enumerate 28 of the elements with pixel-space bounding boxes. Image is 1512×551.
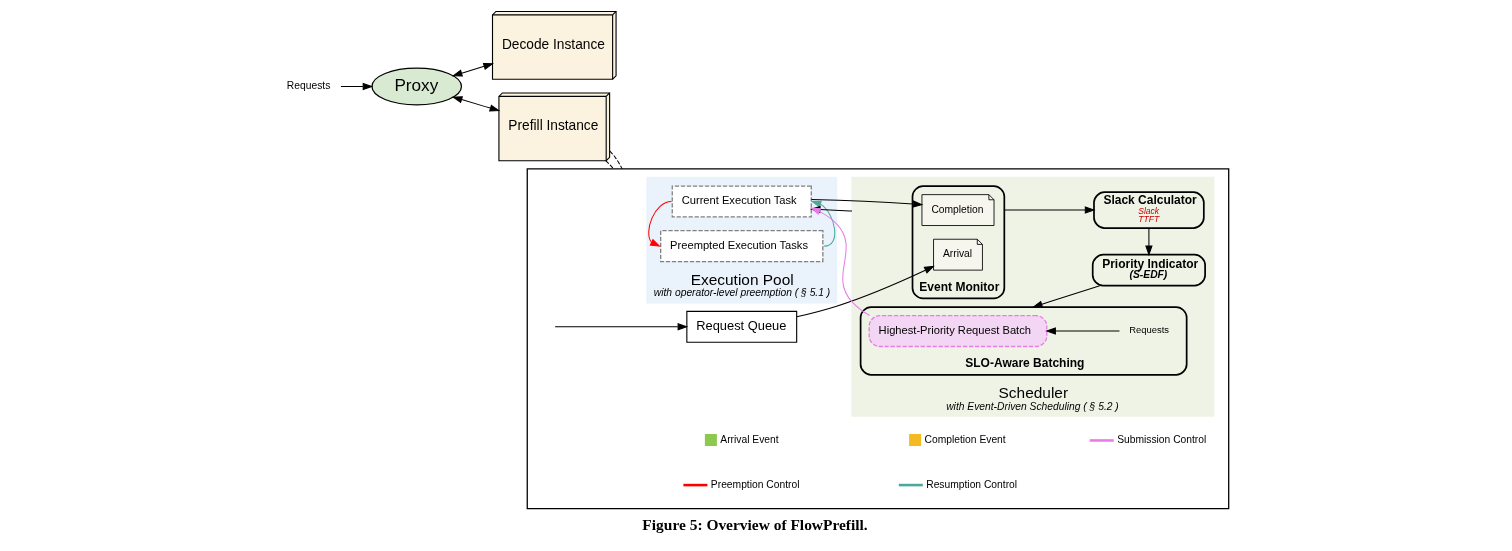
legend-label: Preemption Control [710,478,799,490]
arrow [339,82,373,91]
node-box: Priority Indicator (S-EDF) [1091,253,1206,287]
arrow [1044,327,1120,335]
node-text: Requests [286,80,330,92]
node-text: Requests [1128,324,1169,336]
arrow [1003,206,1095,214]
node-box: Current Execution Task [671,185,812,218]
connector [608,150,623,170]
arrow [810,198,923,208]
legend-label: Submission Control [1116,434,1206,446]
node-box: Request Queue [685,310,797,343]
connector [604,160,614,170]
cluster [526,168,1229,510]
legend-label: Completion Event [924,433,1006,445]
node-box: Slack Calculator Slack TTFT [1092,191,1205,229]
caption: Figure 5: Overview of FlowPrefill. [641,516,868,534]
legend-label: Resumption Control [925,478,1017,490]
node-box: Highest-Priority Request Batch [868,314,1047,348]
arrow [795,265,935,318]
arrow [1144,227,1153,257]
arrow [647,200,672,247]
node-box: Preempted Execution Tasks [659,230,823,263]
arrow [451,96,500,112]
arrow [451,62,494,77]
arrow [1031,285,1100,308]
arrow [554,323,688,331]
legend-label: Arrival Event [719,433,779,445]
